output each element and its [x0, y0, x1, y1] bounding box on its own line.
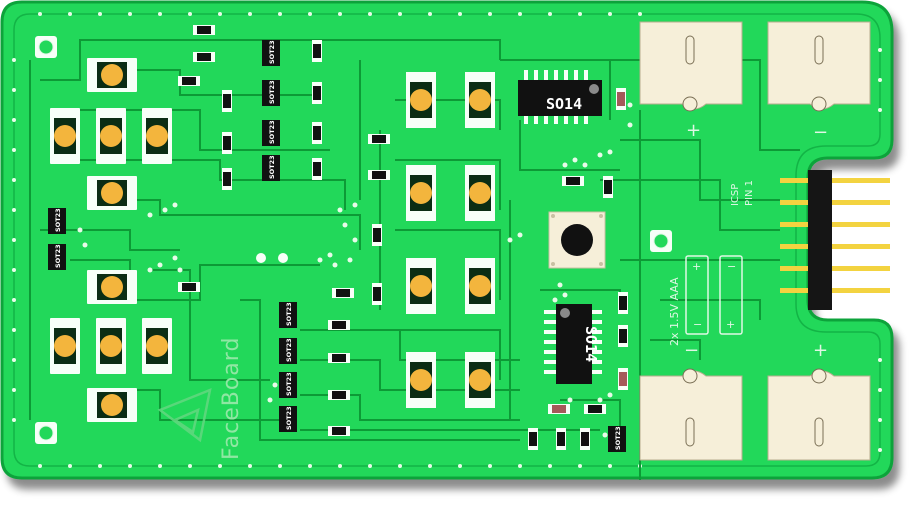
led-pad	[465, 72, 495, 128]
svg-text:SOT23: SOT23	[268, 80, 276, 104]
sot23: SOT23	[48, 244, 66, 270]
battery-clip-top-right	[767, 21, 871, 112]
smd-resistors	[178, 25, 628, 450]
svg-text:SOT23: SOT23	[268, 40, 276, 64]
vias	[77, 102, 633, 438]
sot23: SOT23	[608, 426, 626, 452]
clip-sign-top-right: −	[813, 122, 828, 143]
led-pad	[87, 270, 137, 304]
led-pad	[96, 318, 126, 374]
test-pad	[278, 253, 288, 263]
svg-text:SOT23: SOT23	[54, 208, 62, 232]
pcb-inner-edge	[13, 13, 881, 467]
so14-chip-bottom: SO14	[544, 304, 602, 384]
svg-text:SOT23: SOT23	[268, 155, 276, 179]
battery-plus-2: +	[726, 318, 735, 331]
led-pads-left	[50, 58, 172, 422]
test-pad	[256, 253, 266, 263]
clip-sign-bottom-left: −	[684, 340, 699, 361]
sot23: SOT23	[262, 120, 280, 146]
so14-chip-top: SO14	[518, 70, 602, 124]
led-pad	[87, 176, 137, 210]
push-button[interactable]	[548, 211, 606, 269]
svg-text:SOT23: SOT23	[285, 302, 293, 326]
svg-text:SOT23: SOT23	[285, 372, 293, 396]
battery-clip-bottom-right	[767, 368, 871, 461]
battery-minus-2: −	[727, 260, 736, 273]
brand-text: FaceBoard	[219, 337, 244, 460]
svg-text:SOT23: SOT23	[614, 426, 622, 450]
led-pad	[142, 318, 172, 374]
led-pad	[96, 108, 126, 164]
sot23: SOT23	[262, 155, 280, 181]
svg-text:SOT23: SOT23	[54, 244, 62, 268]
led-pad	[87, 58, 137, 92]
battery-outlines	[685, 255, 743, 335]
so14-label-bottom: SO14	[582, 326, 600, 362]
sot23-packages: SOT23 SOT23 SOT23 SOT23 SOT23 SOT23 SOT2…	[48, 40, 626, 452]
sot23: SOT23	[279, 372, 297, 398]
clip-sign-bottom-right: +	[813, 340, 828, 361]
svg-text:SOT23: SOT23	[285, 406, 293, 430]
led-pad	[465, 352, 495, 408]
led-pad	[465, 165, 495, 221]
icsp-pin-header[interactable]	[780, 170, 890, 310]
edge-dots	[12, 12, 882, 468]
battery-plus-1: +	[692, 260, 701, 273]
so14-label-top: SO14	[546, 95, 582, 113]
battery-clip-bottom-left	[639, 368, 743, 461]
icsp-pin-label: PIN 1	[744, 180, 755, 206]
svg-text:SOT23: SOT23	[285, 338, 293, 362]
logo-triangle	[157, 387, 212, 443]
svg-text:SOT23: SOT23	[268, 120, 276, 144]
led-pad	[406, 72, 436, 128]
sot23: SOT23	[279, 302, 297, 328]
led-pad	[142, 108, 172, 164]
led-pad	[406, 258, 436, 314]
sot23: SOT23	[262, 40, 280, 66]
sot23: SOT23	[279, 406, 297, 432]
sot23: SOT23	[48, 208, 66, 234]
led-pad	[406, 165, 436, 221]
led-pad	[465, 258, 495, 314]
battery-label: 2x 1.5V AAA	[668, 277, 681, 346]
led-pad	[50, 318, 80, 374]
led-pad	[406, 352, 436, 408]
led-pads-middle	[406, 72, 495, 408]
battery-minus-1: −	[693, 318, 702, 331]
clip-sign-top-left: +	[686, 120, 701, 141]
sot23: SOT23	[262, 80, 280, 106]
icsp-label: ICSP	[730, 184, 741, 206]
pcb-board	[0, 0, 894, 480]
battery-clip-top-left	[639, 21, 743, 112]
sot23: SOT23	[279, 338, 297, 364]
led-pad	[87, 388, 137, 422]
led-pad	[50, 108, 80, 164]
